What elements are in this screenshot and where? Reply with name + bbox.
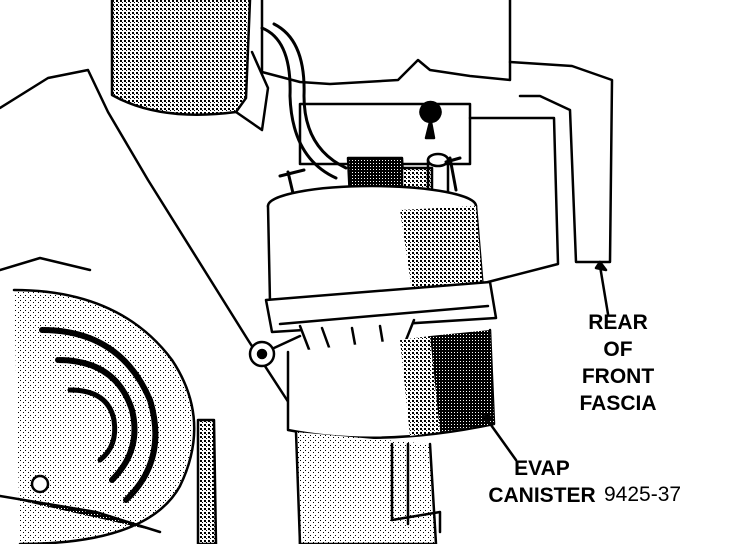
evap-leader-arrow — [482, 412, 494, 422]
callout-line: OF — [603, 338, 633, 361]
fascia-leader-line — [598, 264, 610, 316]
callout-line: FASCIA — [579, 392, 657, 415]
frame-rail — [196, 418, 218, 544]
lower-bracket-rod — [390, 442, 410, 526]
callout-line: REAR — [588, 311, 648, 334]
rotor-ring-outer — [39, 327, 159, 503]
stud-right — [444, 156, 462, 192]
lower-bracket-foot — [390, 510, 442, 534]
strap-band — [278, 304, 490, 326]
strap-bolt-hole — [256, 348, 268, 360]
rotor-ring-middle — [55, 357, 138, 483]
lower-housing — [294, 430, 438, 544]
callout-line: EVAP — [514, 457, 570, 480]
callout-rear-of-front-fascia: REAR OF FRONT FASCIA — [570, 309, 666, 417]
reservoir-bracket — [234, 50, 270, 132]
strap-bolt-arm — [272, 334, 302, 350]
canister-shade-lower — [430, 330, 494, 432]
upper-bracket — [260, 0, 512, 86]
figure-number: 9425-37 — [604, 483, 682, 506]
canister-shade-upper — [400, 206, 484, 304]
mount-support-right — [468, 116, 560, 284]
callout-line: CANISTER — [488, 484, 596, 507]
rotor-rim-edge — [0, 494, 162, 534]
vent-hose-outer — [260, 26, 338, 180]
fascia-leader-arrow — [594, 260, 608, 272]
callout-evap-canister: EVAP CANISTER — [484, 455, 600, 509]
body-panel-inner-edge — [0, 256, 92, 272]
vent-hose-inner — [272, 22, 348, 170]
callout-line: FRONT — [581, 365, 655, 388]
vent-nozzle — [426, 152, 450, 168]
wheel-housing — [12, 288, 196, 544]
lug-nut — [30, 474, 50, 494]
bracket-flange — [508, 60, 614, 264]
evap-leader-line — [484, 416, 518, 462]
keyhole-slot — [419, 100, 442, 140]
upper-reservoir — [110, 0, 252, 116]
rotor-ring-inner — [67, 387, 118, 463]
canister-shade-mid — [400, 336, 440, 436]
